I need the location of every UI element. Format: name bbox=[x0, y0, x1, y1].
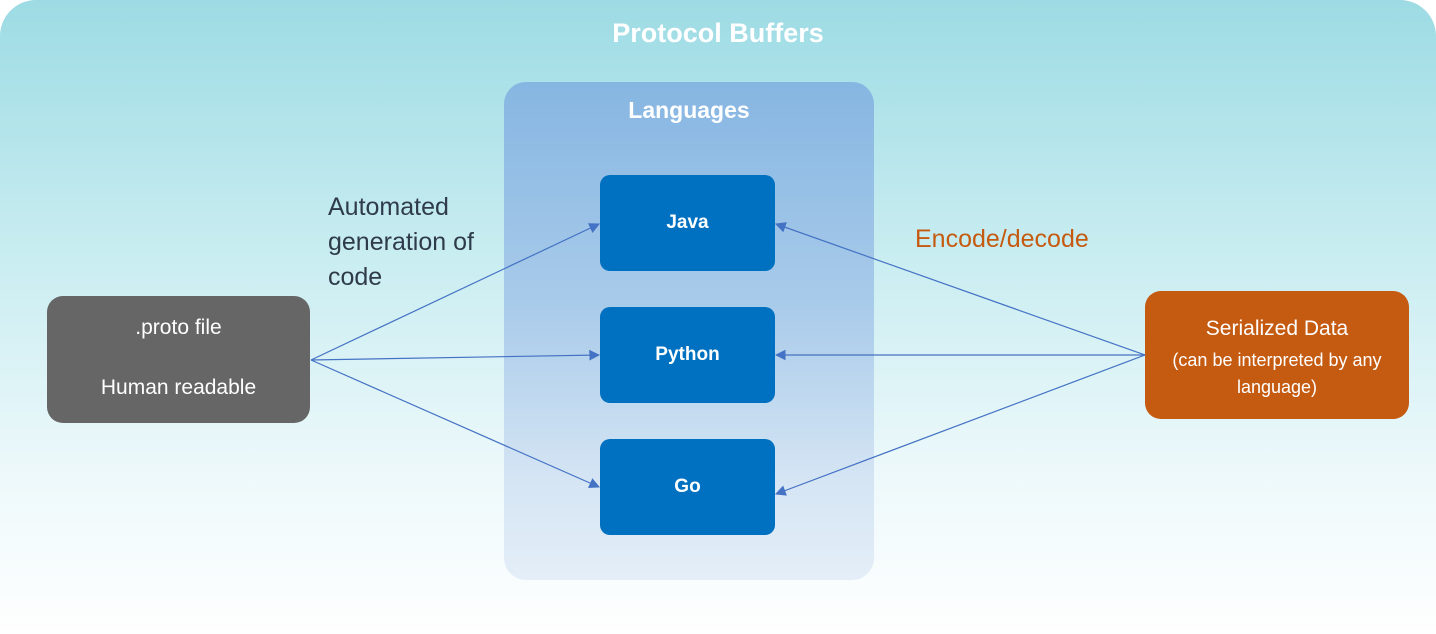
arrow-serialized-to-go bbox=[774, 354, 1146, 496]
generation-label: Automated generation of code bbox=[328, 193, 474, 291]
arrow-proto-to-go bbox=[310, 359, 600, 489]
proto-file-box: .proto file Human readable bbox=[47, 296, 310, 423]
serialized-data-name: Serialized Data bbox=[1205, 317, 1349, 340]
arrow-serialized-to-java bbox=[774, 222, 1146, 356]
serialized-data-description: (can be interpreted by any language) bbox=[1172, 350, 1382, 397]
encode-decode-label: Encode/decode bbox=[915, 225, 1089, 253]
proto-file-name: .proto file bbox=[135, 316, 222, 339]
language-box-python: Python bbox=[600, 307, 775, 403]
language-box-go: Go bbox=[600, 439, 775, 535]
proto-file-description: Human readable bbox=[100, 376, 257, 399]
diagram-title: Protocol Buffers bbox=[612, 18, 824, 48]
arrow-proto-to-python bbox=[310, 349, 601, 361]
language-box-java: Java bbox=[600, 175, 775, 271]
serialized-data-box: Serialized Data (can be interpreted by a… bbox=[1145, 291, 1409, 419]
arrow-proto-to-java bbox=[310, 223, 600, 361]
languages-title: Languages bbox=[628, 97, 750, 123]
